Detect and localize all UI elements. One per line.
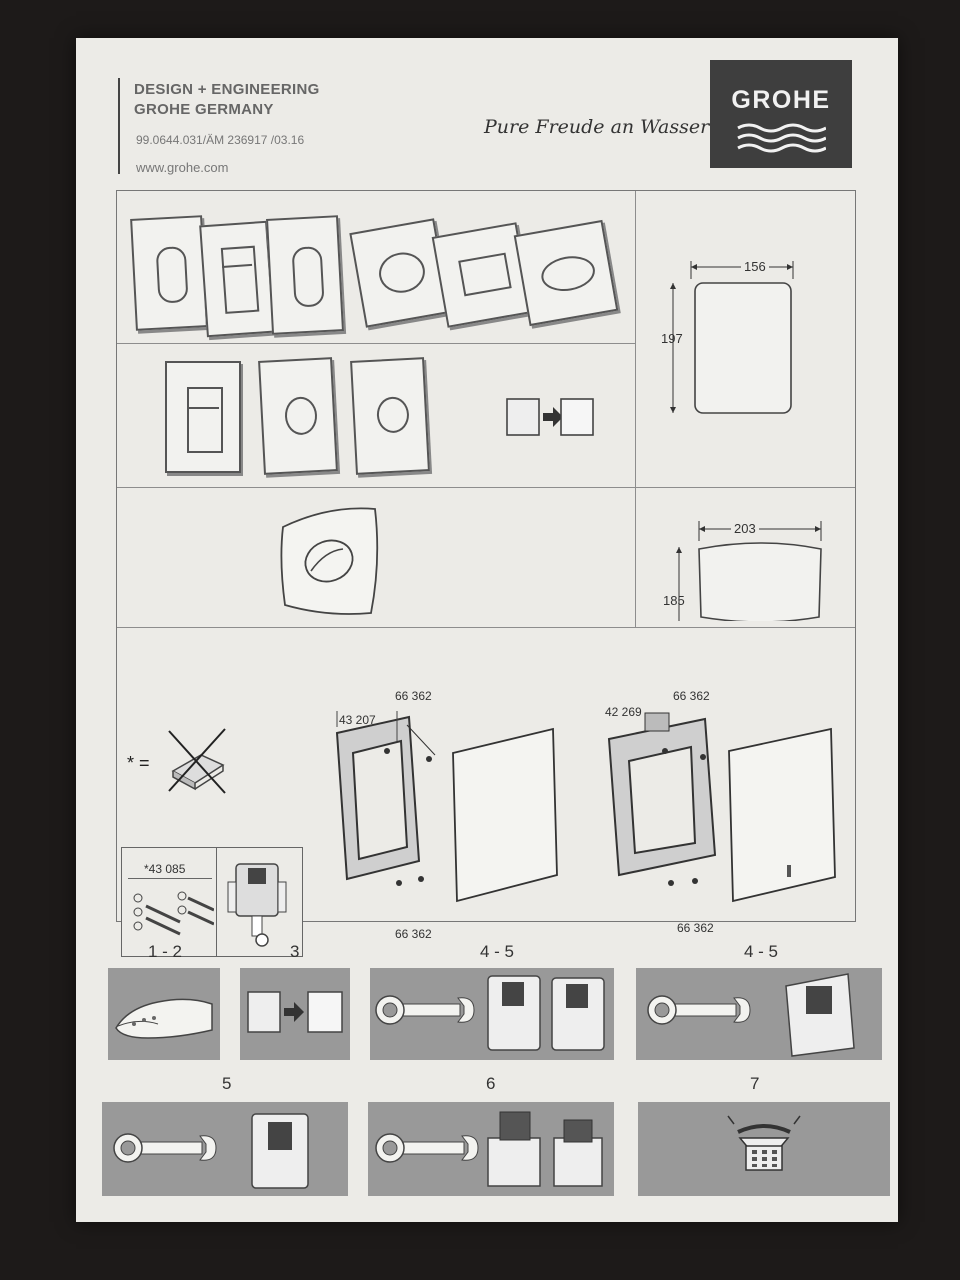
right-frame-part-number: 42 269 (605, 705, 642, 719)
design-line-2: GROHE GERMANY (134, 101, 274, 118)
swap-plate-icon (506, 398, 594, 436)
document-code: 99.0644.031/ÄM 236917 /03.16 (136, 133, 305, 147)
left-top-screws-number: 66 362 (395, 689, 432, 703)
screws-kit-icon (133, 891, 214, 936)
plate-rounded-large (280, 507, 379, 615)
step-panel-wrench-module (102, 1102, 348, 1196)
step-panel-wrench-modules (370, 968, 614, 1060)
plate-round-c (350, 357, 430, 475)
service-telephone-icon (727, 1115, 801, 1171)
left-mounting-frame (335, 711, 436, 886)
header-divider (118, 78, 120, 174)
plate1-width-label: 156 (741, 259, 769, 274)
wrench-with-frame-icon (647, 973, 855, 1057)
plate-round-a (130, 215, 208, 331)
step-label-1-2: 1 - 2 (148, 942, 183, 961)
hand-cleaning-icon (115, 998, 213, 1039)
plate-rect-b (431, 222, 533, 328)
plate2-width-label: 203 (731, 521, 759, 536)
row-divider-1 (117, 343, 635, 345)
left-frame-part-number: 43 207 (339, 713, 376, 727)
swap-plate-arrow-icon (247, 991, 343, 1033)
plate-capsule (266, 215, 344, 335)
right-bottom-screws-number: 66 362 (677, 921, 714, 935)
wrench-with-modules-icon (375, 975, 605, 1051)
wrench-with-module-icon (113, 1113, 309, 1189)
step-label-7: 7 (750, 1074, 760, 1093)
brand-tagline: Pure Freude an Wasser (484, 116, 710, 138)
step-panel-cleaning (108, 968, 220, 1060)
plate-dimension-diagram-1 (670, 261, 794, 414)
water-waves-icon (737, 123, 826, 153)
design-engineering-text: DESIGN + ENGINEERING GROHE GERMANY (134, 80, 320, 120)
step-label-5: 5 (222, 1074, 232, 1093)
left-bottom-screws-number: 66 362 (395, 927, 432, 941)
column-divider (635, 191, 637, 627)
logo-text: GROHE (731, 86, 831, 114)
step-label-4-5a: 4 - 5 (480, 942, 515, 961)
plate-oval-b (513, 219, 619, 327)
kit-label: *43 085 (144, 862, 186, 876)
wrench-with-boxes-icon (375, 1111, 603, 1187)
right-mounting-frame (607, 712, 717, 886)
crossed-out-box-icon (168, 728, 226, 794)
row-divider-3 (117, 627, 855, 629)
kit-divider (216, 848, 218, 956)
step-panel-wrench-frame (636, 968, 882, 1060)
right-cover-plate (728, 727, 836, 903)
plate-oval-a (349, 218, 451, 328)
step-panel-service (638, 1102, 890, 1196)
row-divider-2 (117, 487, 855, 489)
asterisk-equals: * = (127, 753, 150, 773)
plate1-height-label: 197 (661, 331, 683, 346)
plate-rect-c (165, 361, 241, 473)
plate-round-b (258, 357, 338, 475)
step-panel-wrench-boxes (368, 1102, 614, 1196)
grohe-logo: GROHE (710, 60, 852, 168)
step-panel-swap (240, 968, 350, 1060)
step-label-6: 6 (486, 1074, 496, 1093)
left-cover-plate (452, 727, 558, 903)
step-label-4-5b: 4 - 5 (744, 942, 779, 961)
step-label-3: 3 (290, 942, 300, 961)
design-line-1: DESIGN + ENGINEERING (134, 81, 320, 98)
plate-rect-a (199, 220, 275, 338)
cistern-module-icon (227, 863, 287, 947)
main-diagram-frame: 156 197 203 185 * = (116, 190, 856, 957)
plate-dimension-diagram-2 (676, 521, 822, 621)
mounting-kit-box: *43 085 (121, 847, 303, 957)
plate2-height-label: 185 (663, 593, 685, 608)
right-top-screws-number: 66 362 (673, 689, 710, 703)
instruction-sheet: DESIGN + ENGINEERING GROHE GERMANY 99.06… (76, 38, 898, 1222)
website-link[interactable]: www.grohe.com (136, 160, 229, 175)
